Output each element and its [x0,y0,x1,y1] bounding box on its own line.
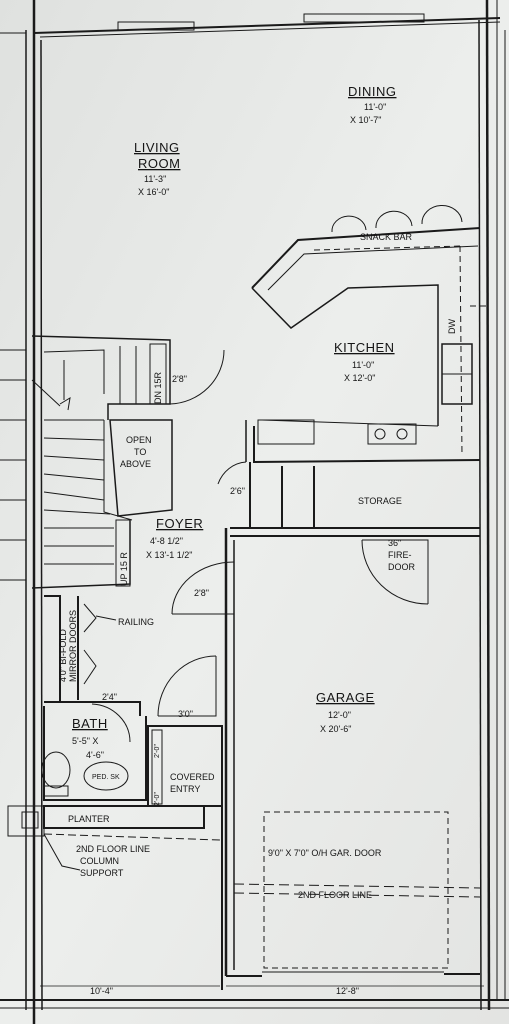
foyer-bath-walls [7,342,247,990]
open-to-above-1: OPEN [126,435,152,445]
dim-right-width: 12'-8" [336,986,359,996]
fire-door-label-2: FIRE- [388,550,412,560]
living-name: LIVING [134,140,180,155]
dw-label: DW [447,319,457,334]
range [367,423,417,445]
kitchen-name: KITCHEN [334,340,395,355]
bifold-label-2: MIRROR DOORS [68,610,78,682]
bath-name: BATH [72,716,108,731]
door-size-3-0: 3'0" [178,709,193,719]
column-label-2: SUPPORT [80,868,124,878]
overall-dimensions: 10'-4" 12'-8" [40,985,484,996]
door-size-2-8-foyer: 2'8" [194,588,209,598]
bath-dim2: 4'-6" [86,750,104,760]
garage-door-label: 9'0" X 7'0" O/H GAR. DOOR [268,848,382,858]
column-label-1: COLUMN [80,856,119,866]
up-stair-label: UP 15 R [119,552,129,586]
living-dim2: X 16'-0" [138,187,169,197]
stool [375,210,413,229]
dining-dim2: X 10'-7" [350,115,381,125]
fire-door-swing [361,539,429,605]
garage-name: GARAGE [316,690,375,705]
ped-sink-label: PED. SK [92,774,120,781]
door-size-2-6: 2'6" [230,486,245,496]
living-name-2: ROOM [138,156,180,171]
kitchen-dim1: 11'-0" [352,360,374,370]
garage-door-outline [263,811,449,969]
second-floor-line-right: 2ND FLOOR LINE [298,890,372,900]
garage-dim1: 12'-0" [328,710,351,720]
fire-door-label-3: DOOR [388,562,416,572]
garage-dim2: X 20'-6" [320,724,351,734]
open-to-above-2: TO [134,447,146,457]
foyer-dim1: 4'-8 1/2" [150,536,183,546]
door-size-2-8-upper: 2'8" [172,374,187,384]
open-to-above-3: ABOVE [120,459,151,469]
foyer-name: FOYER [156,516,203,531]
living-dim1: 11'-3" [144,174,166,184]
stool [331,215,367,233]
dining-dim1: 11'-0" [364,102,386,112]
door-size-2-0-b: 2'-0" [154,792,161,806]
door-size-2-0-a: 2'-0" [154,744,161,758]
bifold-label-1: 4'0" BI-FOLD [58,629,68,682]
dim-left-width: 10'-4" [90,986,113,996]
covered-entry-1: COVERED [170,772,215,782]
door-size-2-4: 2'4" [102,692,117,702]
bath-dim1: 5'-5" X [72,736,98,746]
snack-bar-label: SNACK BAR [360,232,413,242]
dn-stair-label: DN 15R [153,371,163,404]
top-window-2 [303,13,425,23]
kitchen-dim2: X 12'-0" [344,373,375,383]
covered-entry-2: ENTRY [170,784,200,794]
dining-name: DINING [348,84,397,99]
railing-label: RAILING [118,617,154,627]
stool [421,204,463,225]
stairs [0,335,173,589]
planter-label: PLANTER [68,814,110,824]
door-size-labels: 2'8" 2'6" 2'8" 2'4" 3'0" 2'-0" 2'-0" [102,374,245,806]
fire-door-label-1: 36" [388,538,401,548]
foyer-dim2: X 13'-1 1/2" [146,550,192,560]
garage-walls [224,462,481,977]
kitchen-counters [245,204,490,464]
second-floor-line-left: 2ND FLOOR LINE [76,844,150,854]
annotation-labels: SNACK BAR DW STORAGE 36" FIRE- DOOR OPEN… [58,232,457,900]
room-labels: DINING 11'-0" X 10'-7" LIVING ROOM 11'-3… [72,84,397,760]
storage-label: STORAGE [358,496,402,506]
top-window [117,21,195,31]
